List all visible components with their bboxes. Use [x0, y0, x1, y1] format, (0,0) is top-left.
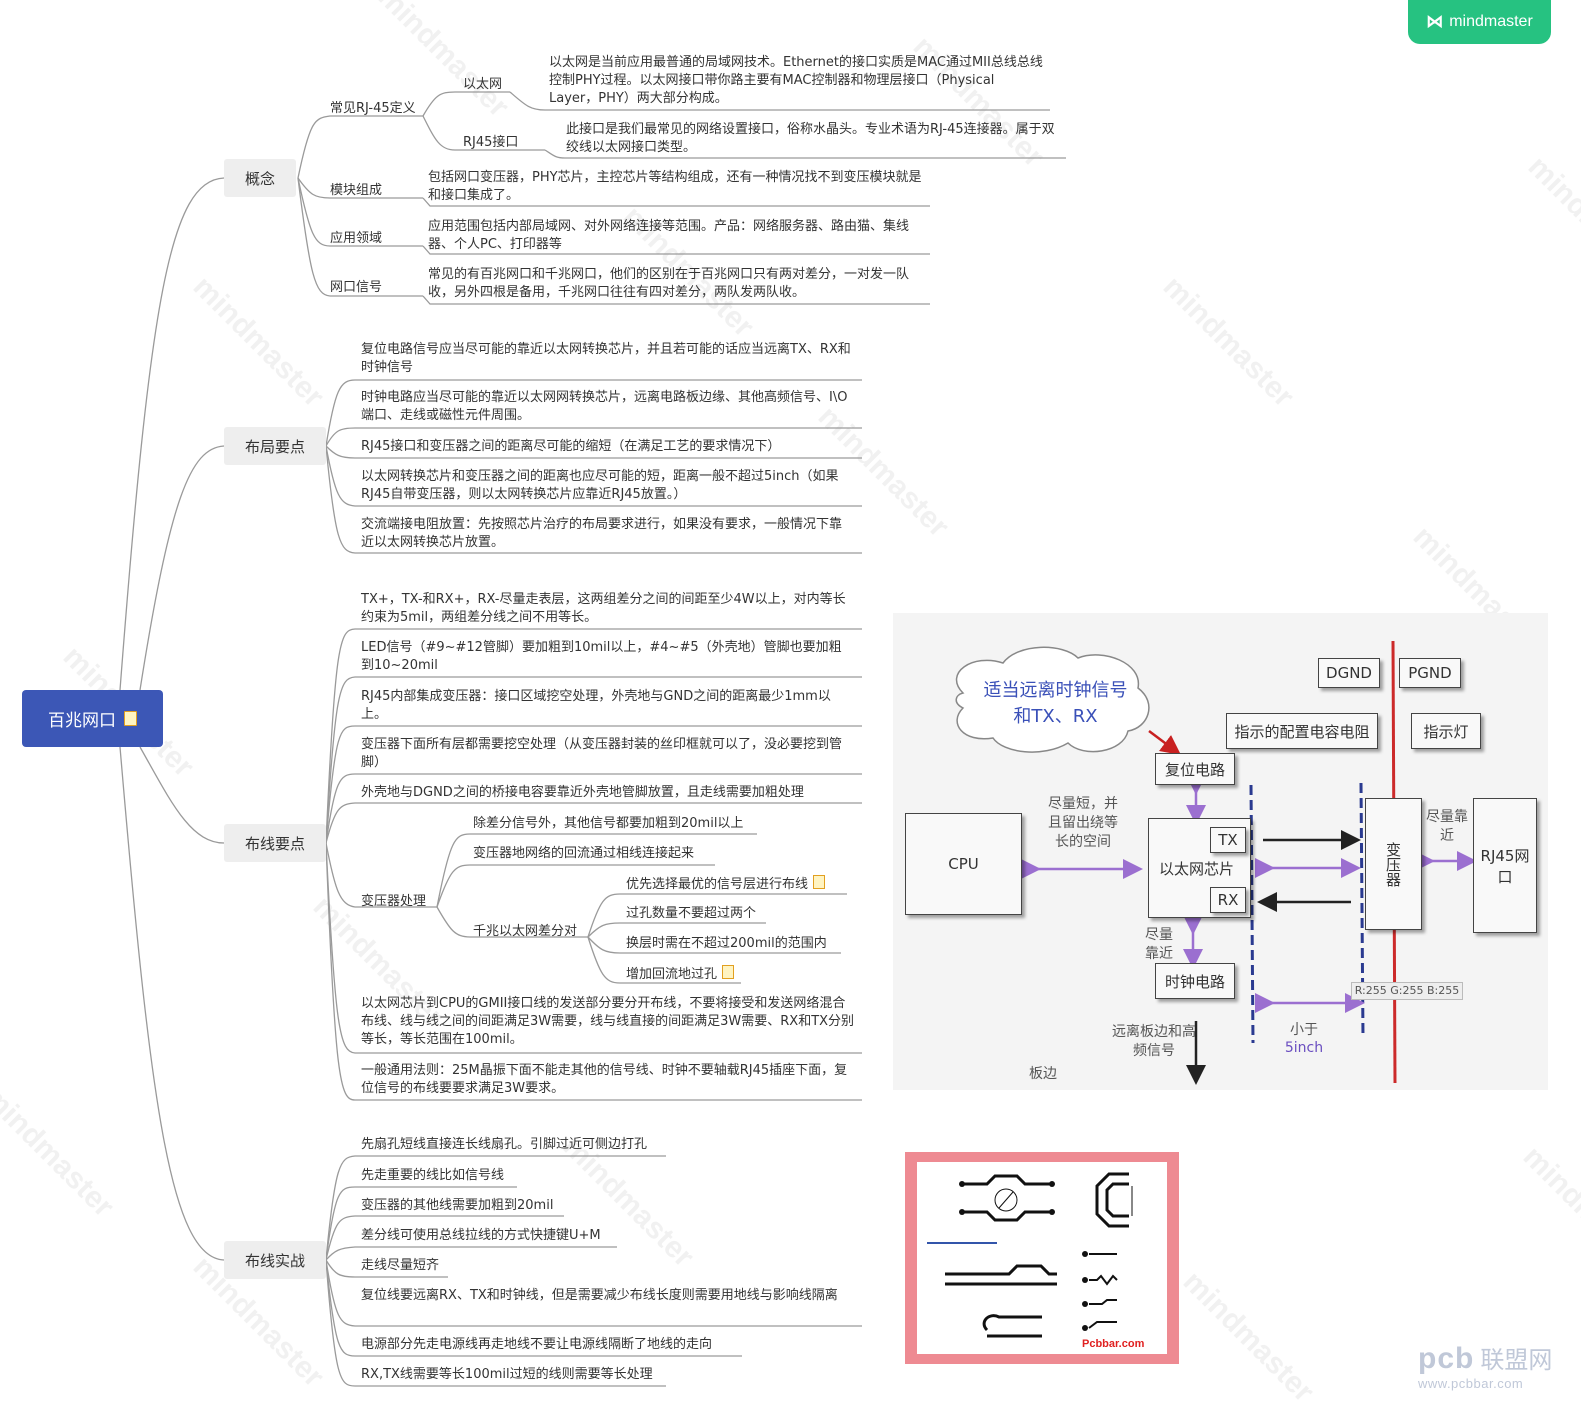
- leaf-ethernet[interactable]: 以太网是当前应用最普通的局域网技术。Ethernet的接口实质是MAC通过MII…: [549, 55, 1043, 106]
- note-icon[interactable]: [124, 711, 137, 726]
- subtopic-rj45-def[interactable]: 常见RJ-45定义: [330, 101, 416, 116]
- box-transformer: 变压器: [1365, 798, 1422, 930]
- subtopic-transformer[interactable]: 变压器处理: [361, 894, 427, 909]
- figure-credit: Pcbbar.com: [1082, 1338, 1145, 1350]
- brand-name: mindmaster: [1449, 13, 1533, 30]
- box-dgnd: DGND: [1318, 658, 1380, 688]
- subtopic-rj45-port[interactable]: RJ45接口: [463, 135, 519, 150]
- leaf-practice-6[interactable]: 复位线要远离RX、TX和时钟线，但是需要减少布线长度则需要用地线与影响线隔离: [361, 1288, 838, 1303]
- box-rx: RX: [1210, 887, 1246, 913]
- figure-canvas: Pcbbar.com: [917, 1162, 1167, 1354]
- watermark: mindmaster: [1176, 1265, 1321, 1409]
- label-rgb: R:255 G:255 B:255: [1351, 982, 1463, 1000]
- leaf-transformer-2[interactable]: 变压器地网络的回流通过相线连接起来: [473, 846, 695, 861]
- subtopic-signal[interactable]: 网口信号: [330, 280, 383, 295]
- leaf-transformer-1[interactable]: 除差分信号外，其他信号都要加粗到20mil以上: [473, 816, 744, 831]
- note-icon[interactable]: [813, 875, 826, 889]
- diagram-lines: [955, 640, 1477, 1085]
- leaf-gigabit-2[interactable]: 过孔数量不要超过两个: [626, 906, 757, 921]
- leaf-layout-5[interactable]: 交流端接电阻放置：先按照芯片治疗的布局要求进行，如果没有要求，一般情况下靠近以太…: [361, 517, 843, 550]
- topic-label: 概念: [244, 169, 275, 188]
- label-near-clock: 尽量靠近: [1145, 927, 1173, 962]
- root-topic[interactable]: 百兆网口: [22, 690, 163, 747]
- logo-text: pcb: [1418, 1342, 1475, 1375]
- leaf-gigabit-1[interactable]: 优先选择最优的信号层进行布线: [626, 875, 826, 894]
- subtopic-ethernet[interactable]: 以太网: [463, 77, 503, 92]
- label-5inch: 5inch: [1284, 1040, 1324, 1056]
- topic-routing[interactable]: 布线要点: [224, 824, 326, 862]
- leaf-layout-3[interactable]: RJ45接口和变压器之间的距离尽可能的缩短（在满足工艺的要求情况下）: [361, 439, 781, 454]
- leaf-text: 优先选择最优的信号层进行布线: [626, 877, 809, 892]
- watermark: mindmaster: [1156, 270, 1301, 414]
- leaf-routing-1[interactable]: TX+，TX-和RX+，RX-尽量走表层，这两组差分之间的间距至少4W以上，对内…: [361, 592, 846, 625]
- leaf-routing-7[interactable]: 一般通用法则：25M晶振下面不能走其他的信号线、时钟不要轴载RJ45插座下面，复…: [361, 1063, 848, 1096]
- box-label: 变压器: [1384, 841, 1402, 887]
- box-pgnd: PGND: [1399, 658, 1461, 688]
- topic-label: 布局要点: [244, 437, 305, 456]
- watermark: mindmaster: [186, 270, 331, 414]
- box-config: 指示的配置电容电阻: [1226, 713, 1378, 749]
- watermark: mindmaster: [1516, 1140, 1581, 1284]
- topic-label: 布线实战: [244, 1251, 305, 1270]
- leaf-routing-6[interactable]: 以太网芯片到CPU的GMII接口线的发送部分要分开布线，不要将接受和发送网络混合…: [361, 996, 855, 1047]
- label-board-edge: 板边: [1029, 1066, 1057, 1082]
- label-far: 远离板边和高频信号: [1112, 1024, 1196, 1059]
- ethernet-layout-diagram: 适当远离时钟信号和TX、RX DGND PGND 指示的配置电容电阻 指示灯 复…: [893, 613, 1548, 1090]
- leaf-layout-4[interactable]: 以太网转换芯片和变压器之间的距离也应尽可能的短，距离一般不超过5inch（如果R…: [361, 469, 839, 502]
- mindmaster-logo-icon: ⋈: [1426, 12, 1444, 31]
- box-tx: TX: [1210, 827, 1246, 853]
- leaf-practice-1[interactable]: 先扇孔短线直接连长线扇孔。引脚过近可侧边打孔: [361, 1137, 648, 1152]
- subtopic-application[interactable]: 应用领域: [330, 231, 383, 246]
- box-clock: 时钟电路: [1155, 963, 1235, 999]
- box-led: 指示灯: [1411, 713, 1481, 749]
- label-short: 尽量短，并且留出绕等长的空间: [1048, 796, 1118, 850]
- label-near-rj45: 尽量靠近: [1426, 809, 1468, 844]
- root-topic-label: 百兆网口: [48, 711, 116, 731]
- box-cpu: CPU: [905, 813, 1022, 915]
- leaf-practice-2[interactable]: 先走重要的线比如信号线: [361, 1168, 505, 1183]
- routing-reference-figure: Pcbbar.com: [905, 1152, 1179, 1364]
- leaf-routing-4[interactable]: 变压器下面所有层都需要挖空处理（从变压器封装的丝印框就可以了，没必要挖到管脚）: [361, 737, 843, 770]
- topic-label: 布线要点: [244, 834, 305, 853]
- cloud-note: 适当远离时钟信号和TX、RX: [983, 680, 1128, 727]
- leaf-text: 增加回流地过孔: [626, 967, 718, 982]
- mindmaster-badge[interactable]: ⋈ mindmaster: [1408, 0, 1551, 44]
- leaf-gigabit-4[interactable]: 增加回流地过孔: [626, 965, 735, 984]
- watermark: mindmaster: [0, 1080, 121, 1224]
- box-rj45: RJ45网口: [1473, 798, 1537, 933]
- logo-cn: 联盟网: [1480, 1347, 1553, 1374]
- box-reset: 复位电路: [1155, 753, 1235, 785]
- leaf-rj45-port[interactable]: 此接口是我们最常见的网络设置接口，俗称水晶头。专业术语为RJ-45连接器。属于双…: [566, 122, 1055, 155]
- topic-layout[interactable]: 布局要点: [224, 427, 326, 465]
- leaf-layout-2[interactable]: 时钟电路应当尽可能的靠近以太网网转换芯片，远离电路板边缘、其他高频信号、I\O端…: [361, 390, 848, 423]
- note-icon[interactable]: [722, 965, 735, 979]
- label-less: 小于: [1290, 1022, 1318, 1038]
- topic-concept[interactable]: 概念: [224, 159, 296, 197]
- leaf-signal[interactable]: 常见的有百兆网口和千兆网口，他们的区别在于百兆网口只有两对差分，一对发一队收，另…: [428, 267, 910, 300]
- subtopic-module[interactable]: 模块组成: [330, 183, 383, 198]
- leaf-practice-5[interactable]: 走线尽量短齐: [361, 1258, 440, 1273]
- leaf-routing-3[interactable]: RJ45内部集成变压器：接口区域挖空处理，外壳地与GND之间的距离最少1mm以上…: [361, 689, 831, 722]
- subtopic-gigabit[interactable]: 千兆以太网差分对: [473, 924, 578, 939]
- logo-url: www.pcbbar.com: [1418, 1376, 1524, 1391]
- leaf-routing-2[interactable]: LED信号（#9~#12管脚）要加粗到10mil以上，#4~#5（外壳地）管脚也…: [361, 640, 842, 673]
- box-label: 以太网芯片: [1159, 859, 1235, 878]
- routing-sketch: [927, 1172, 1133, 1338]
- leaf-practice-3[interactable]: 变压器的其他线需要加粗到20mil: [361, 1198, 554, 1213]
- leaf-practice-4[interactable]: 差分线可使用总线拉线的方式快捷键U+M: [361, 1228, 601, 1243]
- leaf-layout-1[interactable]: 复位电路信号应当尽可能的靠近以太网转换芯片，并且若可能的话应当远离TX、RX和时…: [361, 342, 851, 375]
- topic-practice[interactable]: 布线实战: [224, 1241, 326, 1279]
- watermark: mindmaster: [1521, 150, 1581, 294]
- leaf-practice-8[interactable]: RX,TX线需要等长100mil过短的线则需要等长处理: [361, 1367, 653, 1382]
- leaf-application[interactable]: 应用范围包括内部局域网、对外网络连接等范围。产品：网络服务器、路由猫、集线器、个…: [428, 219, 910, 252]
- leaf-practice-7[interactable]: 电源部分先走电源线再走地线不要让电源线隔断了地线的走向: [361, 1337, 713, 1352]
- leaf-gigabit-3[interactable]: 换层时需在不超过200mil的范围内: [626, 936, 827, 951]
- leaf-routing-5[interactable]: 外壳地与DGND之间的桥接电容要靠近外壳地管脚放置，且走线需要加粗处理: [361, 785, 804, 800]
- leaf-module[interactable]: 包括网口变压器，PHY芯片，主控芯片等结构组成，还有一种情况找不到变压模块就是和…: [428, 170, 922, 203]
